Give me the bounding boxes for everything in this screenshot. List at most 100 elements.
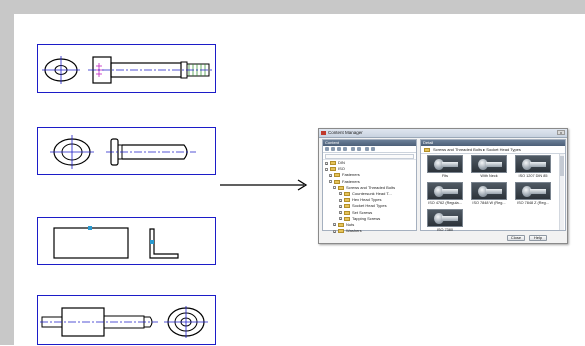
scrollbar-thumb[interactable] [560,156,564,176]
expand-icon[interactable]: + [333,229,336,234]
tree-item-label: Hex Head Types [352,197,382,203]
thumbnail-caption: ISO 1207 DIN 85 [518,174,548,178]
thumbnail-item[interactable]: ISO 4762 (Regula... [425,182,465,207]
expand-icon[interactable]: + [325,161,328,166]
thumbnail-caption: ISO 7380 [436,228,454,232]
thumbnail-caption: Fits [441,174,449,178]
tree-item[interactable]: + Countersunk Head T... [323,191,416,197]
toolbar-icon[interactable] [337,147,341,151]
tree-item-label: DIN [338,160,345,165]
folder-icon [338,222,344,227]
window-titlebar[interactable]: Content Manager x [319,129,567,138]
folder-icon [334,173,340,178]
tree-item[interactable]: + Tapping Screws [323,216,416,222]
thumbnail-item[interactable]: With Neck [469,155,509,180]
tree-item[interactable]: - ISO [323,166,416,172]
screw-thumbnail-icon [471,155,507,173]
pin-drawing-icon [50,135,196,169]
tree-item[interactable]: + Hex Head Types [323,197,416,203]
detail-scrollbar[interactable] [559,154,564,230]
tree-item[interactable]: + Socket Head Types [323,203,416,209]
collapse-icon[interactable]: - [329,180,332,185]
thumbnail-caption: With Neck [480,174,498,178]
part-drawing-pin [37,127,216,175]
tree-search[interactable] [323,153,416,160]
tree-item[interactable]: + Washers [323,228,416,234]
tree-item[interactable]: + Nuts [323,222,416,228]
expand-icon[interactable]: + [329,173,332,178]
collapse-icon[interactable]: - [325,167,328,172]
tree-item-label: Fasteners [342,178,360,184]
expand-icon[interactable]: + [339,211,342,215]
screw-thumbnail-icon [471,182,507,200]
detail-panel-header: Detail [421,140,565,146]
close-icon[interactable]: x [557,130,565,135]
bolt-drawing-icon [42,56,214,84]
help-button[interactable]: Help [529,235,547,241]
screw-thumbnail-icon [427,155,463,173]
screw-thumbnail-icon [515,155,551,173]
folder-icon [344,191,350,196]
screw-thumbnail-icon [515,182,551,200]
toolbar-icon[interactable] [331,147,335,151]
detail-panel: Detail Screws and Threaded Bolts ▸ Socke… [420,139,566,234]
thumbnail-caption: ISO 7848 Z (Reg... [517,201,549,205]
content-manager-window[interactable]: Content Manager x Content + DIN - ISO + Faste… [318,128,568,244]
folder-icon [344,216,350,221]
content-tree: + DIN - ISO + Fasteners - Fasteners - Screws and … [323,160,416,234]
tree-item[interactable]: + Fasteners [323,172,416,178]
folder-icon [330,161,336,165]
folder-icon [338,229,344,234]
thumbnail-caption: ISO 7848 W (Reg... [472,201,506,205]
toolbar-icon[interactable] [351,147,355,151]
content-tree-panel: Content + DIN - ISO + Fasteners - Fasteners - Scr… [322,139,417,234]
shaft-drawing-icon [40,306,208,338]
thumbnail-caption: ISO 4762 (Regula... [428,201,462,205]
screw-thumbnail-icon [427,209,463,227]
tree-item-label: Screws and Threaded Bolts [346,184,396,190]
expand-icon[interactable]: + [339,204,342,209]
expand-icon[interactable]: + [339,192,342,197]
content-panel-header: Content [323,140,416,146]
thumbnail-item[interactable]: ISO 7848 W (Reg... [469,182,509,207]
close-button[interactable]: Close [507,235,525,241]
expand-icon[interactable]: + [339,217,342,222]
expand-icon[interactable]: + [333,223,336,228]
folder-icon [344,210,350,215]
right-arrow-icon [220,179,308,191]
toolbar-icon[interactable] [365,147,369,151]
folder-icon [424,147,430,152]
tree-item-label: Socket Head Types [352,203,387,209]
folder-icon [344,198,350,203]
frame-top [0,0,585,14]
thumbnail-item[interactable]: Fits [425,155,465,180]
part-drawing-plate [37,217,216,265]
tree-item[interactable]: + DIN [323,160,416,166]
tree-item-label: Washers [346,228,362,234]
tree-item[interactable]: - Screws and Threaded Bolts [323,185,416,191]
toolbar-icon[interactable] [357,147,361,151]
expand-icon[interactable]: + [339,198,342,203]
toolbar-icon[interactable] [325,147,329,151]
tree-item-label: Countersunk Head T... [352,190,392,196]
folder-icon [330,167,336,172]
window-title: Content Manager [328,130,363,135]
tree-item[interactable]: - Fasteners [323,179,416,185]
collapse-icon[interactable]: - [333,186,336,191]
tree-item-label: Nuts [346,221,355,227]
tree-item-label: Tapping Screws [352,215,381,221]
tree-item[interactable]: +Set Screws [323,210,416,216]
thumbnail-item[interactable]: ISO 7848 Z (Reg... [513,182,553,207]
toolbar-icon[interactable] [343,147,347,151]
folder-icon [338,185,344,190]
thumbnail-item[interactable]: ISO 1207 DIN 85 [513,155,553,180]
toolbar-icon[interactable] [371,147,375,151]
search-input[interactable] [325,154,414,159]
tree-item-label: Fasteners [342,172,360,178]
plate-drawing-icon [53,226,179,259]
breadcrumb-text[interactable]: Screws and Threaded Bolts ▸ Socket Head … [433,147,521,152]
folder-icon [344,204,350,209]
thumbnail-item[interactable]: ISO 7380 [425,209,465,234]
frame-left [0,0,14,345]
tree-item-label: ISO [338,166,345,172]
